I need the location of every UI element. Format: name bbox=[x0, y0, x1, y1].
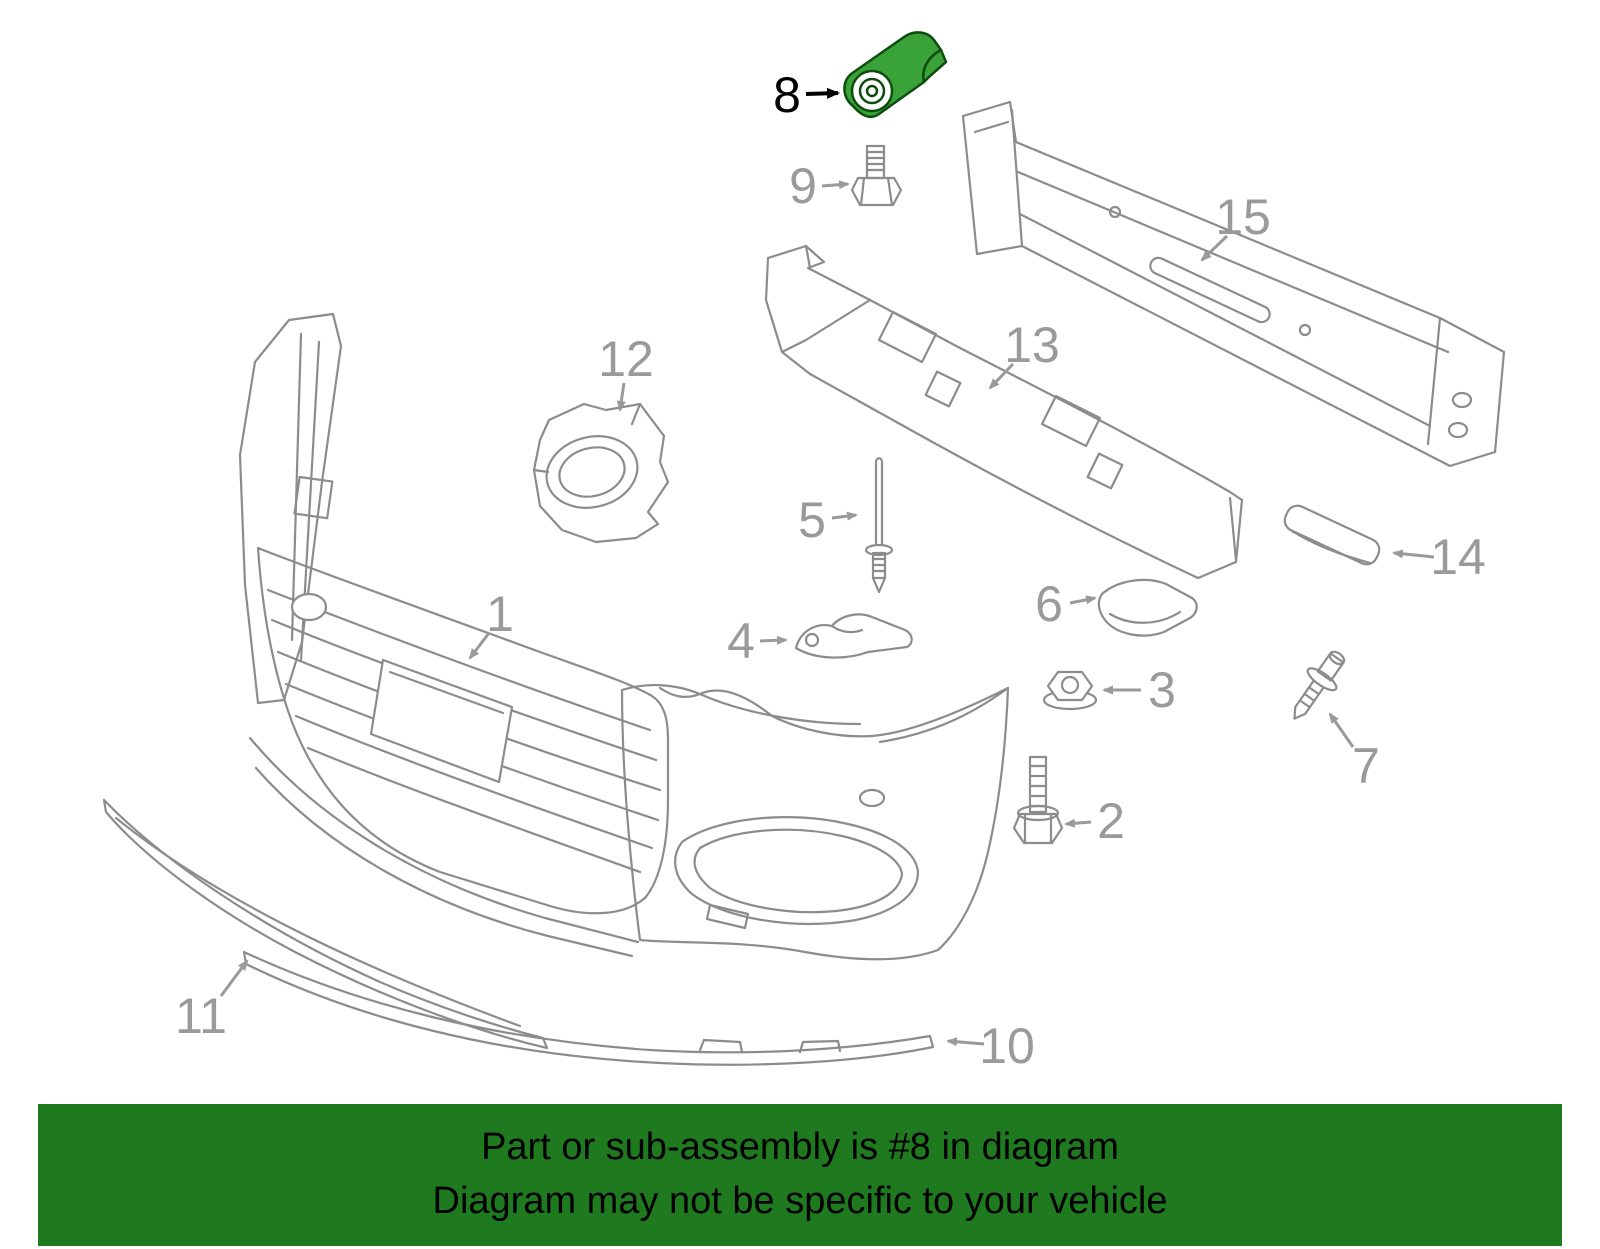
part-12-fog-bezel bbox=[532, 402, 670, 544]
callout-label-4: 4 bbox=[727, 613, 755, 669]
part-7-screw bbox=[1293, 650, 1346, 720]
part-9-bolt bbox=[850, 144, 903, 207]
banner-line-2: Diagram may not be specific to your vehi… bbox=[432, 1180, 1168, 1222]
arrow-11 bbox=[219, 959, 249, 997]
part-10-lower-lip bbox=[242, 950, 935, 1066]
arrow-9 bbox=[821, 180, 850, 190]
part-15-reinforcement-bar bbox=[961, 100, 1506, 468]
callout-label-11: 11 bbox=[175, 988, 227, 1044]
footer-banner: Part or sub-assembly is #8 in diagram Di… bbox=[38, 1104, 1562, 1246]
callout-label-5: 5 bbox=[798, 492, 826, 548]
part-13-impact-absorber bbox=[764, 244, 1244, 580]
callout-label-15: 15 bbox=[1215, 189, 1271, 245]
callout-label-7: 7 bbox=[1352, 738, 1380, 794]
callout-label-8-highlighted: 8 bbox=[773, 67, 801, 123]
part-1-bumper-grille bbox=[256, 546, 670, 915]
callout-label-6: 6 bbox=[1035, 576, 1063, 632]
callout-label-14: 14 bbox=[1430, 529, 1486, 585]
callout-label-1: 1 bbox=[486, 586, 514, 642]
part-14-pad bbox=[1283, 504, 1381, 566]
part-4-bracket bbox=[794, 613, 913, 659]
arrow-4 bbox=[759, 635, 788, 645]
bumper-lower-valence bbox=[248, 736, 640, 958]
arrow-12 bbox=[616, 382, 626, 412]
part-11-lower-strip bbox=[102, 798, 549, 1050]
arrow-15 bbox=[1200, 234, 1229, 262]
part-6-molding bbox=[1097, 578, 1198, 637]
arrow-14 bbox=[1392, 549, 1435, 559]
callout-label-13: 13 bbox=[1004, 317, 1060, 373]
arrow-1 bbox=[468, 632, 491, 660]
part-5-bolt bbox=[864, 457, 894, 594]
arrow-5 bbox=[831, 511, 858, 521]
arrow-7 bbox=[1328, 712, 1355, 748]
arrow-10 bbox=[946, 1037, 985, 1047]
bumper-right-corner bbox=[620, 683, 1010, 961]
callout-label-9: 9 bbox=[789, 158, 817, 214]
callout-label-10: 10 bbox=[979, 1018, 1035, 1074]
arrow-13 bbox=[988, 362, 1015, 390]
arrow-8-highlighted bbox=[805, 87, 840, 99]
callout-arrows bbox=[219, 87, 1435, 1047]
part-3-nut bbox=[1042, 670, 1098, 711]
part-2-bolt bbox=[1012, 755, 1064, 845]
callout-label-2: 2 bbox=[1097, 793, 1125, 849]
bumper-left-pillar bbox=[238, 312, 343, 705]
banner-line-1: Part or sub-assembly is #8 in diagram bbox=[481, 1126, 1119, 1169]
arrow-2 bbox=[1064, 818, 1092, 828]
arrow-6 bbox=[1069, 595, 1097, 605]
callout-label-12: 12 bbox=[598, 331, 654, 387]
callout-label-3: 3 bbox=[1148, 662, 1176, 718]
part-8-bracket-highlighted bbox=[843, 31, 948, 119]
